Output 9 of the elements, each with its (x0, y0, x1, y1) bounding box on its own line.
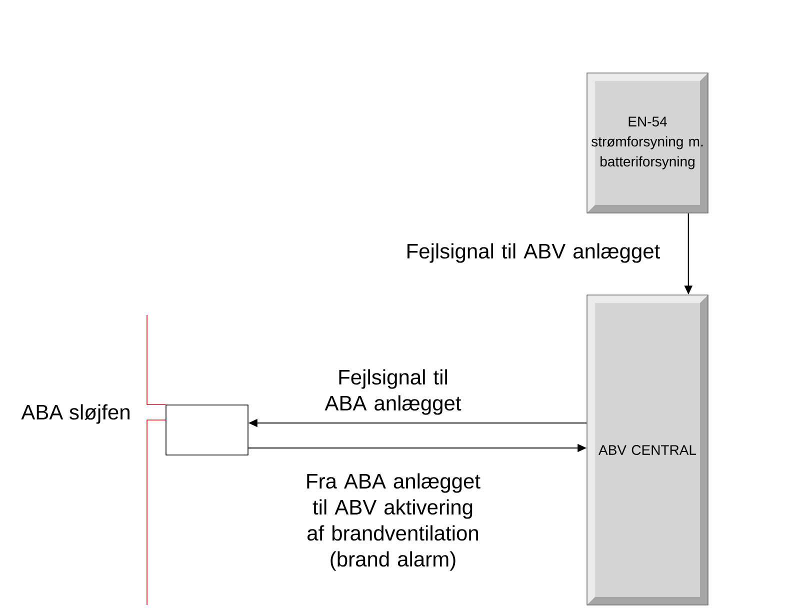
edge-label: Fejlsignal til ABV anlægget (408, 243, 660, 263)
wire (146, 420, 166, 606)
device-box: ABV CENTRAL (586, 294, 708, 606)
device-box: EN-54 strømforsyning m. batteriforsyning (586, 72, 708, 214)
module-box (166, 404, 248, 456)
loop-label: ABA sløjfen (21, 404, 130, 424)
edge-label: Fra ABA anlægget til ABV aktivering af brandventilation (brand alarm) (307, 473, 480, 571)
edge-label: Fejlsignal til ABA anlægget (324, 369, 462, 415)
wire (146, 314, 166, 405)
